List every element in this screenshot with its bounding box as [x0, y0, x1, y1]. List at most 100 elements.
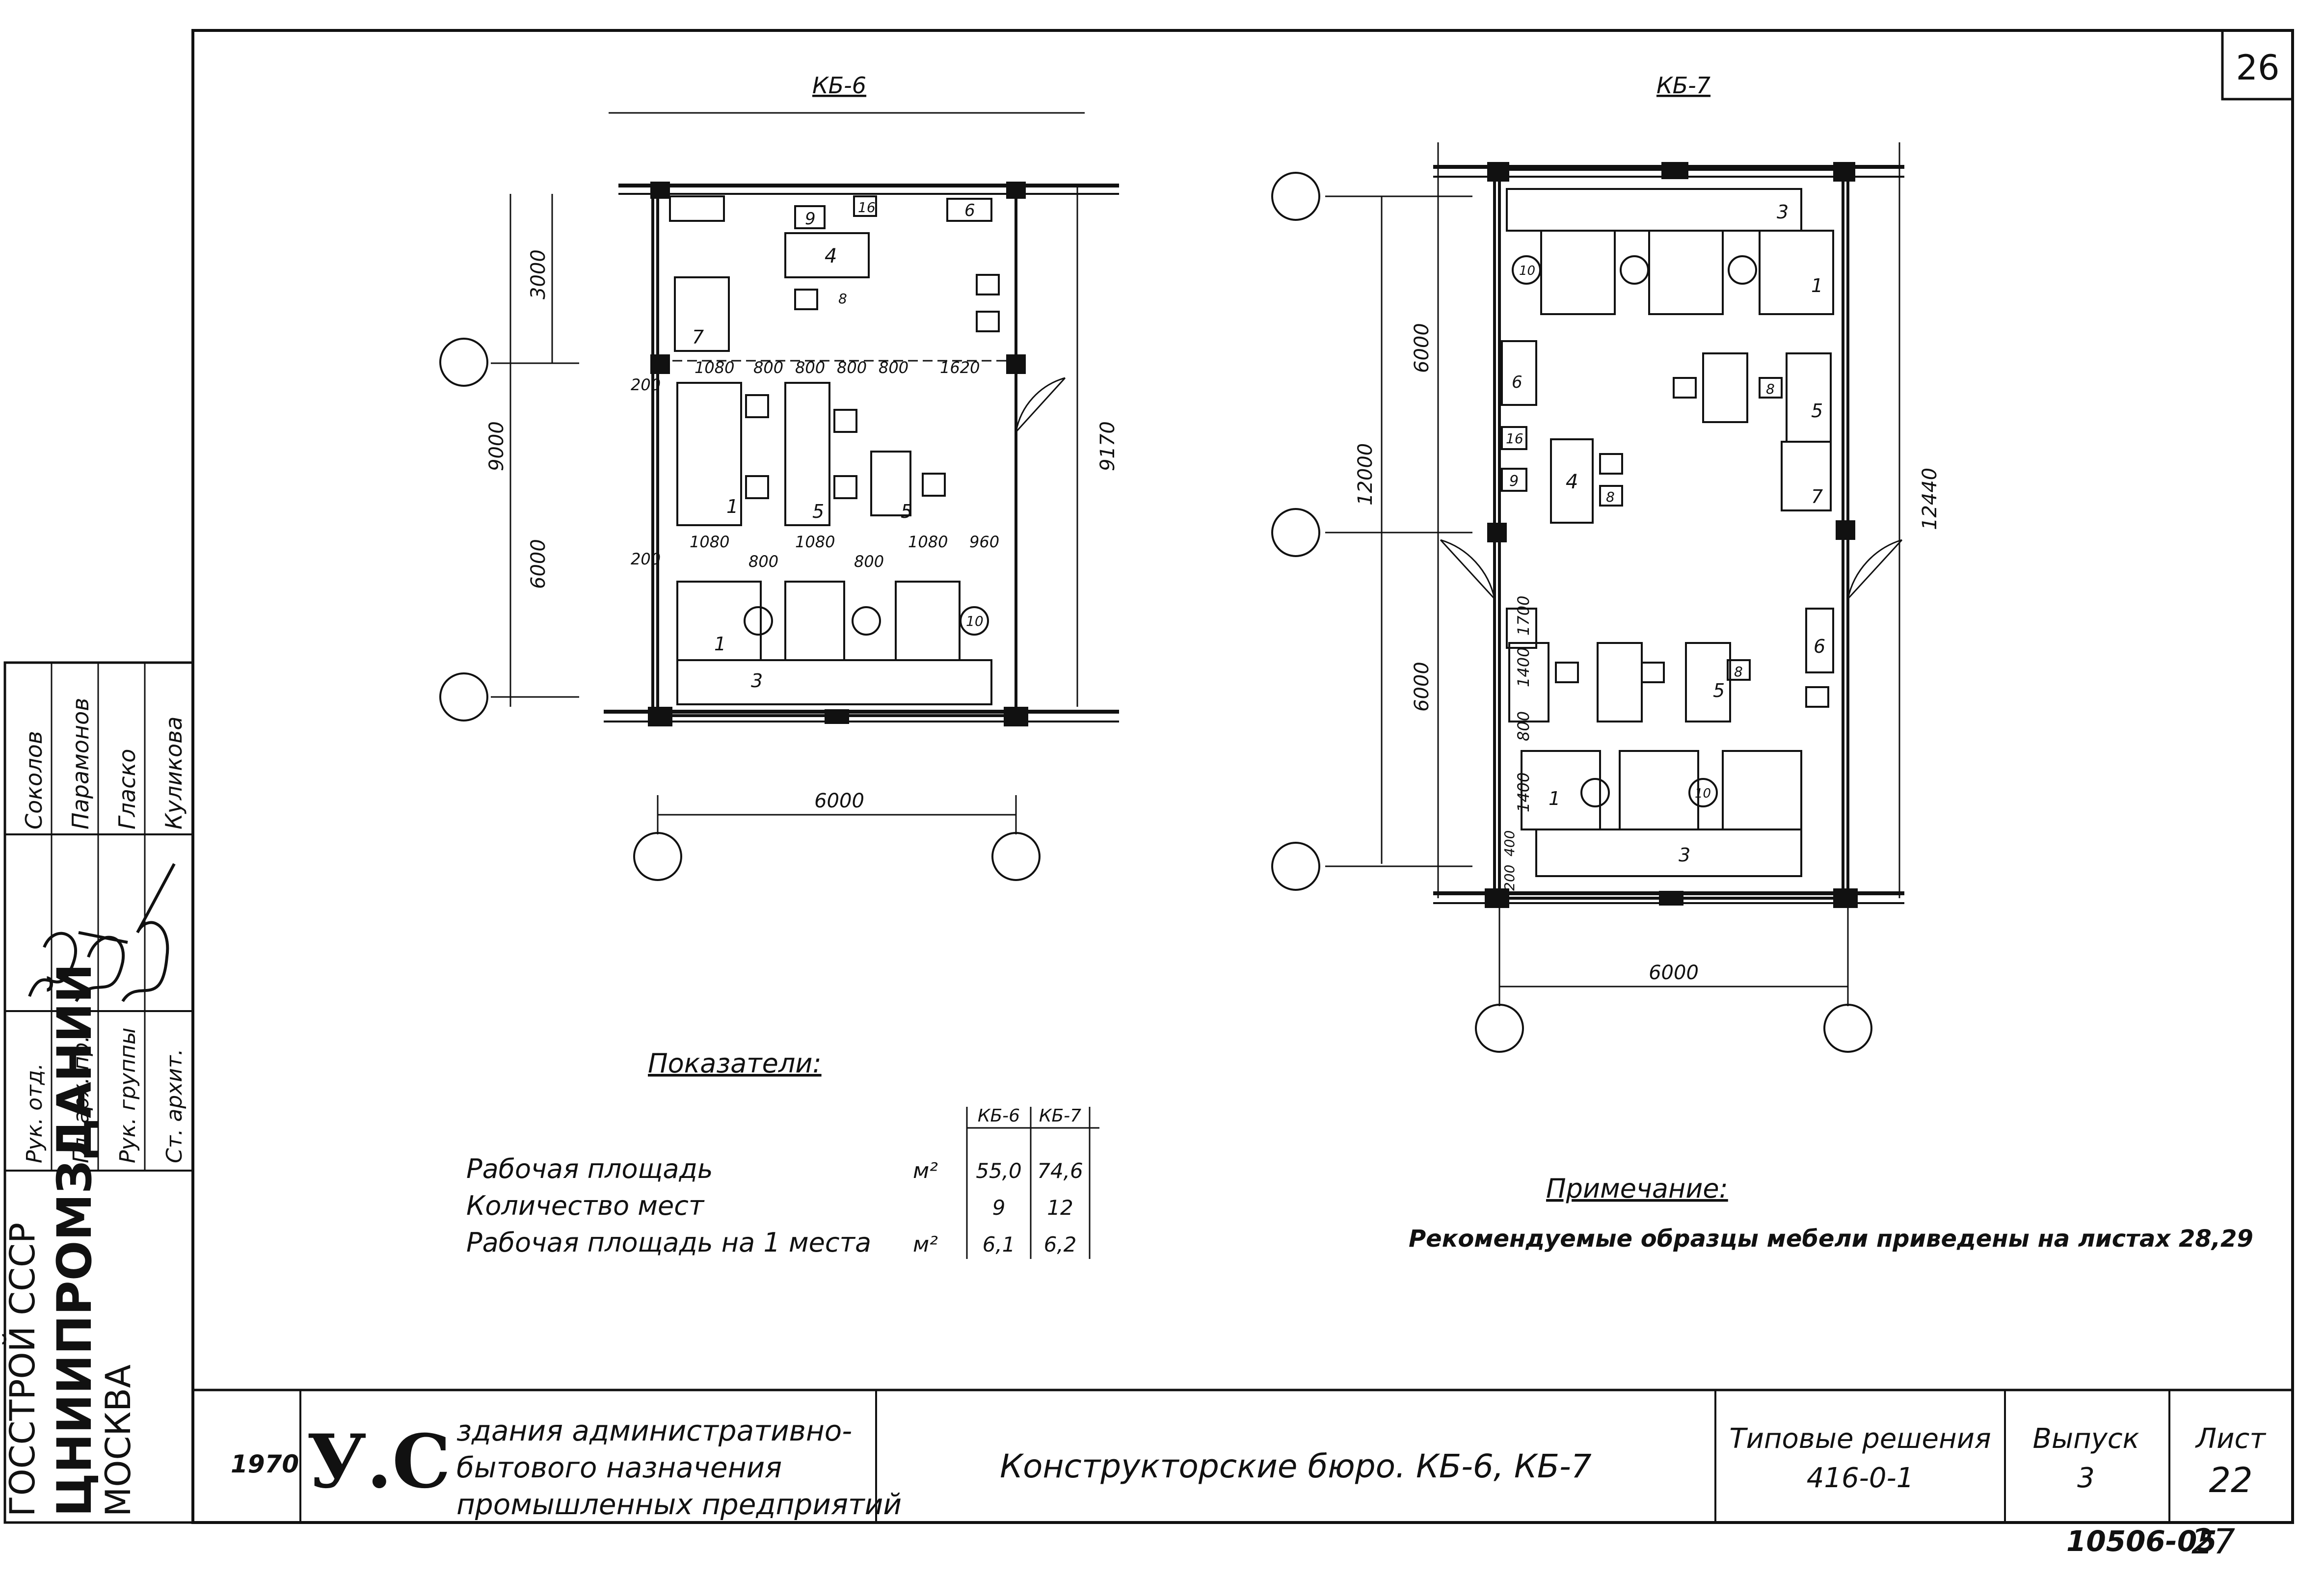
plan-kb7-label: 8 [1606, 489, 1615, 505]
typical-label: Типовые решения [1729, 1423, 1991, 1455]
bottom-number: 27 [2191, 1522, 2235, 1562]
sheet-title: Конструкторские бюро. КБ-6, КБ-7 [1000, 1447, 1592, 1485]
plan-kb7-label: 8 [1734, 664, 1743, 680]
org-line-1: ГОССТРОЙ СССР [2, 1223, 43, 1517]
plan-kb6-dim-bottom: 6000 [814, 790, 864, 812]
plan-kb6-dim: 800 [879, 358, 908, 377]
org-line-3: МОСКВА [98, 1364, 138, 1517]
plan-kb6-label: 1 [714, 633, 726, 655]
plan-kb7: КБ-7 [1271, 72, 1941, 1053]
indicators-row-label: Рабочая площадь на 1 места [466, 1227, 871, 1258]
plan-kb6-dim-9170: 9170 [1096, 421, 1119, 471]
plan-kb6-label: 8 [838, 291, 847, 307]
plan-kb7-label: 4 [1566, 471, 1578, 493]
series-line-3: промышленных предприятий [456, 1488, 902, 1521]
plan-kb6-dim: 1620 [940, 358, 980, 377]
signature-name: Соколов [21, 731, 47, 829]
plan-kb6-label: 10 [966, 613, 984, 629]
plan-kb7-dim: 800 [1514, 711, 1533, 741]
plan-kb7-dim-bottom: 6000 [1649, 962, 1699, 984]
plan-kb7-label: 1 [1549, 788, 1560, 809]
indicators-value: 74,6 [1037, 1159, 1083, 1183]
indicators-row-unit: м² [913, 1158, 938, 1183]
plan-kb7-label: 1 [1811, 275, 1823, 296]
plan-kb6-dim: 800 [837, 358, 867, 377]
plan-kb7-dim-6000: 6000 [1411, 323, 1433, 373]
plan-kb7-label: 5 [1713, 680, 1725, 701]
indicators-row-label: Рабочая площадь [466, 1153, 713, 1184]
plan-kb7-dim: 1400 [1514, 773, 1533, 812]
indicators-heading: Показатели: [648, 1048, 822, 1079]
signature-scribble [28, 932, 78, 997]
plan-kb7-label: 10 [1695, 786, 1711, 801]
indicators-row-label: Количество мест [466, 1190, 705, 1221]
bottom-code: 10506-05 [2066, 1524, 2217, 1558]
plan-kb7-dim: 200 [1501, 865, 1518, 891]
indicators-col-kb6: КБ-6 [978, 1106, 1020, 1126]
typical-value: 416-0-1 [1807, 1462, 1914, 1494]
signature-role: Гл. арх. пр. [69, 1036, 94, 1163]
indicators-value: 12 [1047, 1196, 1073, 1220]
plan-kb7-dim-12000: 12000 [1354, 443, 1377, 506]
signature-role: Рук. группы [115, 1028, 140, 1163]
plan-kb6-dim: 800 [748, 552, 778, 571]
plan-kb7-label: 7 [1811, 486, 1823, 508]
plan-kb6-label: 16 [858, 199, 876, 215]
plan-kb7-label: 16 [1506, 430, 1523, 447]
org-line-2: ЦНИИПРОМЗДАНИЙ [47, 963, 102, 1517]
plan-kb6-dim-3000: 3000 [527, 249, 550, 299]
signature-name: Куликова [160, 717, 187, 829]
plan-kb6-label: 7 [692, 326, 704, 348]
sheet-number: 22 [2209, 1460, 2252, 1500]
note-text: Рекомендуемые образцы мебели приведены н… [1409, 1225, 2253, 1253]
plan-kb7-dim: 400 [1501, 830, 1518, 856]
signature-block: Рук. отд. Гл. арх. пр. Рук. группы Ст. а… [21, 698, 187, 1163]
indicators-value: 6,1 [983, 1232, 1015, 1256]
plan-kb6-label: 6 [964, 201, 975, 220]
plan-kb7-label: 3 [1777, 201, 1789, 223]
plan-kb6-label: 3 [751, 670, 763, 692]
series-line-1: здания административно- [456, 1414, 852, 1447]
indicators-table: Показатели: КБ-6 КБ-7 Рабочая площадь м²… [466, 1048, 1099, 1259]
plan-kb7-title: КБ-7 [1656, 72, 1710, 99]
plan-kb6-dim-200: 200 [631, 550, 661, 568]
plan-kb7-dim-6000: 6000 [1411, 662, 1433, 712]
plan-kb6-label: 9 [805, 209, 816, 229]
plan-kb6-dim: 800 [795, 358, 825, 377]
plan-kb6-dim: 1080 [908, 533, 948, 551]
sheet-label: Лист [2195, 1423, 2266, 1455]
indicators-row-unit: м² [913, 1232, 938, 1257]
indicators-value: 55,0 [976, 1159, 1022, 1183]
plan-kb6-dim-9000: 9000 [485, 421, 508, 471]
plan-kb6-dim: 800 [854, 552, 884, 571]
plan-kb6-label: 5 [812, 501, 824, 522]
plan-kb6-dim: 960 [969, 533, 999, 551]
series-line-2: бытового назначения [456, 1451, 782, 1484]
page-number: 26 [2236, 48, 2279, 88]
plan-kb6-dim: 1080 [795, 533, 835, 551]
plan-kb6: КБ-6 [439, 72, 1119, 881]
plan-kb7-label: 3 [1679, 844, 1690, 866]
plan-kb7-label: 6 [1814, 636, 1825, 657]
plan-kb7-label: 10 [1519, 264, 1535, 278]
signature-role: Рук. отд. [22, 1063, 47, 1163]
year: 1970 [231, 1450, 299, 1478]
plan-kb6-label: 5 [901, 501, 912, 522]
plan-kb7-label: 6 [1512, 373, 1523, 392]
plan-kb6-label: 1 [726, 496, 738, 517]
issue-label: Выпуск [2033, 1423, 2139, 1455]
issue-value: 3 [2077, 1462, 2095, 1494]
plan-kb7-dim-12440: 12440 [1919, 468, 1941, 530]
plan-kb7-dim: 1400 [1514, 647, 1533, 687]
sheet-frame [3, 29, 2294, 1524]
signature-scribble [75, 931, 128, 1002]
plan-kb6-dim-200: 200 [631, 375, 661, 394]
signature-scribble [121, 863, 176, 1002]
logo: У.С [307, 1418, 451, 1505]
signature-name: Парамонов [67, 698, 94, 829]
indicators-col-kb7: КБ-7 [1039, 1106, 1081, 1126]
plan-kb6-dim: 1080 [690, 533, 729, 551]
plan-kb6-title: КБ-6 [812, 72, 866, 99]
plan-kb6-dim: 800 [753, 358, 783, 377]
